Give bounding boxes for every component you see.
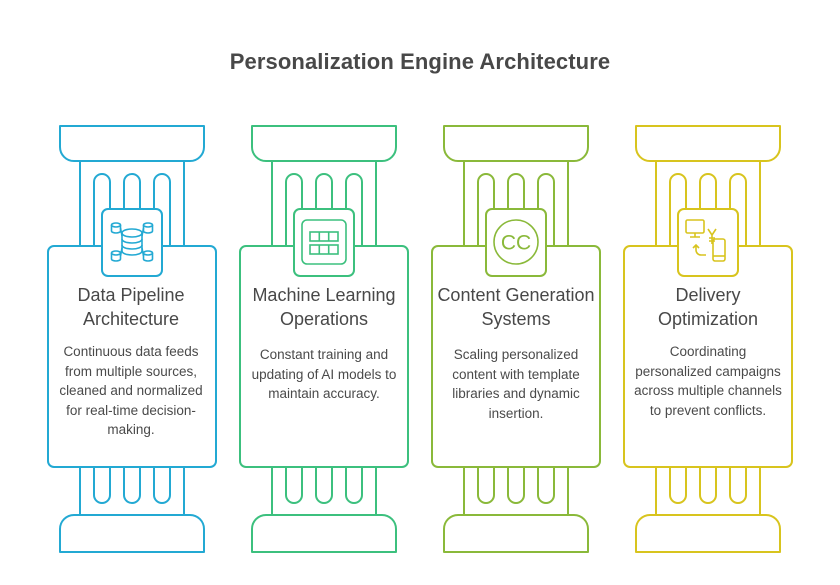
pillar-shaft-bottom [463,467,569,515]
pillar-shaft-bottom [79,467,185,515]
diagram-title: Personalization Engine Architecture [229,49,611,74]
icon-box [677,208,739,277]
flute [729,173,747,246]
column-heading: Delivery Optimization [657,285,759,329]
database-network-icon [110,222,154,262]
flute [285,173,303,246]
flute-bottom [507,467,525,504]
flute [507,173,525,209]
pillar-card [431,245,601,468]
db-link [119,247,123,257]
pillar-card [623,245,793,468]
column-delivery-optimization: Delivery Optimization Coordinating perso… [625,283,791,420]
pillar-base [635,514,781,553]
db-node [110,222,122,228]
column-description: Scaling personalized content with templa… [452,347,580,421]
icon-box [485,208,547,277]
flute [345,173,363,246]
flute-bottom [93,467,111,504]
flute-bottom [699,467,717,504]
grid-dividers [318,232,330,254]
chip-grid-icon [301,219,347,265]
column-data-pipeline: Data Pipeline Architecture Continuous da… [48,283,214,440]
pillar-base [59,514,205,553]
flute [669,173,687,246]
flute-bottom [477,467,495,504]
cc-circle [493,219,539,265]
pillar-capital [635,125,781,162]
currency-symbol [707,228,717,244]
flute [93,173,111,246]
flute [699,173,717,209]
column-heading: Machine Learning Operations [252,285,396,329]
pillar-card [239,245,409,468]
flute-bottom [537,467,555,504]
db-top [121,228,143,238]
db-link [141,247,145,257]
db-link [119,227,123,237]
pillar-shaft-top [463,161,569,246]
grid-row-bottom [309,244,339,255]
db-link [141,227,145,237]
column-content-generation: Content Generation Systems Scaling perso… [433,283,599,423]
phone [712,238,726,262]
cc-letters: CC [501,232,531,255]
multichannel-devices-icon [685,219,726,262]
flute [123,173,141,209]
icon-box [101,208,163,277]
column-description: Continuous data feeds from multiple sour… [59,344,203,437]
pillar-base [443,514,589,553]
column-heading: Data Pipeline Architecture [77,285,185,329]
column-description: Coordinating personalized campaigns acro… [634,344,782,418]
db-node [110,250,122,256]
flute-bottom [669,467,687,504]
flute-bottom [123,467,141,504]
db-node-body [110,253,122,262]
column-description: Constant training and updating of AI mod… [251,347,397,401]
pillar-shaft-bottom [655,467,761,515]
flute-bottom [153,467,171,504]
pillar-shaft-top [271,161,377,246]
pillar-machine-learning [239,125,409,553]
pillar-shaft-top [655,161,761,246]
cc-circle-icon: CC [493,219,539,265]
pillar-content-generation: CC [431,125,601,553]
db-node-body [142,253,154,262]
monitor-stand [690,233,700,238]
pillar-base [251,514,397,553]
flute [477,173,495,246]
pillar-capital [251,125,397,162]
grid-row-top [309,231,339,242]
pillar-data-pipeline [47,125,217,553]
db-node [142,222,154,228]
column-machine-learning: Machine Learning Operations Constant tra… [241,283,407,404]
flute [537,173,555,246]
flute-bottom [345,467,363,504]
flute-bottom [285,467,303,504]
return-arrow [692,243,706,256]
icon-box [293,208,355,277]
column-heading: Content Generation Systems [437,285,595,329]
chip-outer [301,219,347,265]
db-node [142,250,154,256]
flute [315,173,333,209]
pillar-shaft-top [79,161,185,246]
flute-bottom [729,467,747,504]
pillar-capital [443,125,589,162]
flute [153,173,171,246]
pillar-delivery-optimization [623,125,793,553]
pillar-card [47,245,217,468]
db-rings [121,238,143,250]
db-body [121,233,143,256]
pillar-capital [59,125,205,162]
pillar-shaft-bottom [271,467,377,515]
flute-bottom [315,467,333,504]
monitor-screen [685,219,705,234]
